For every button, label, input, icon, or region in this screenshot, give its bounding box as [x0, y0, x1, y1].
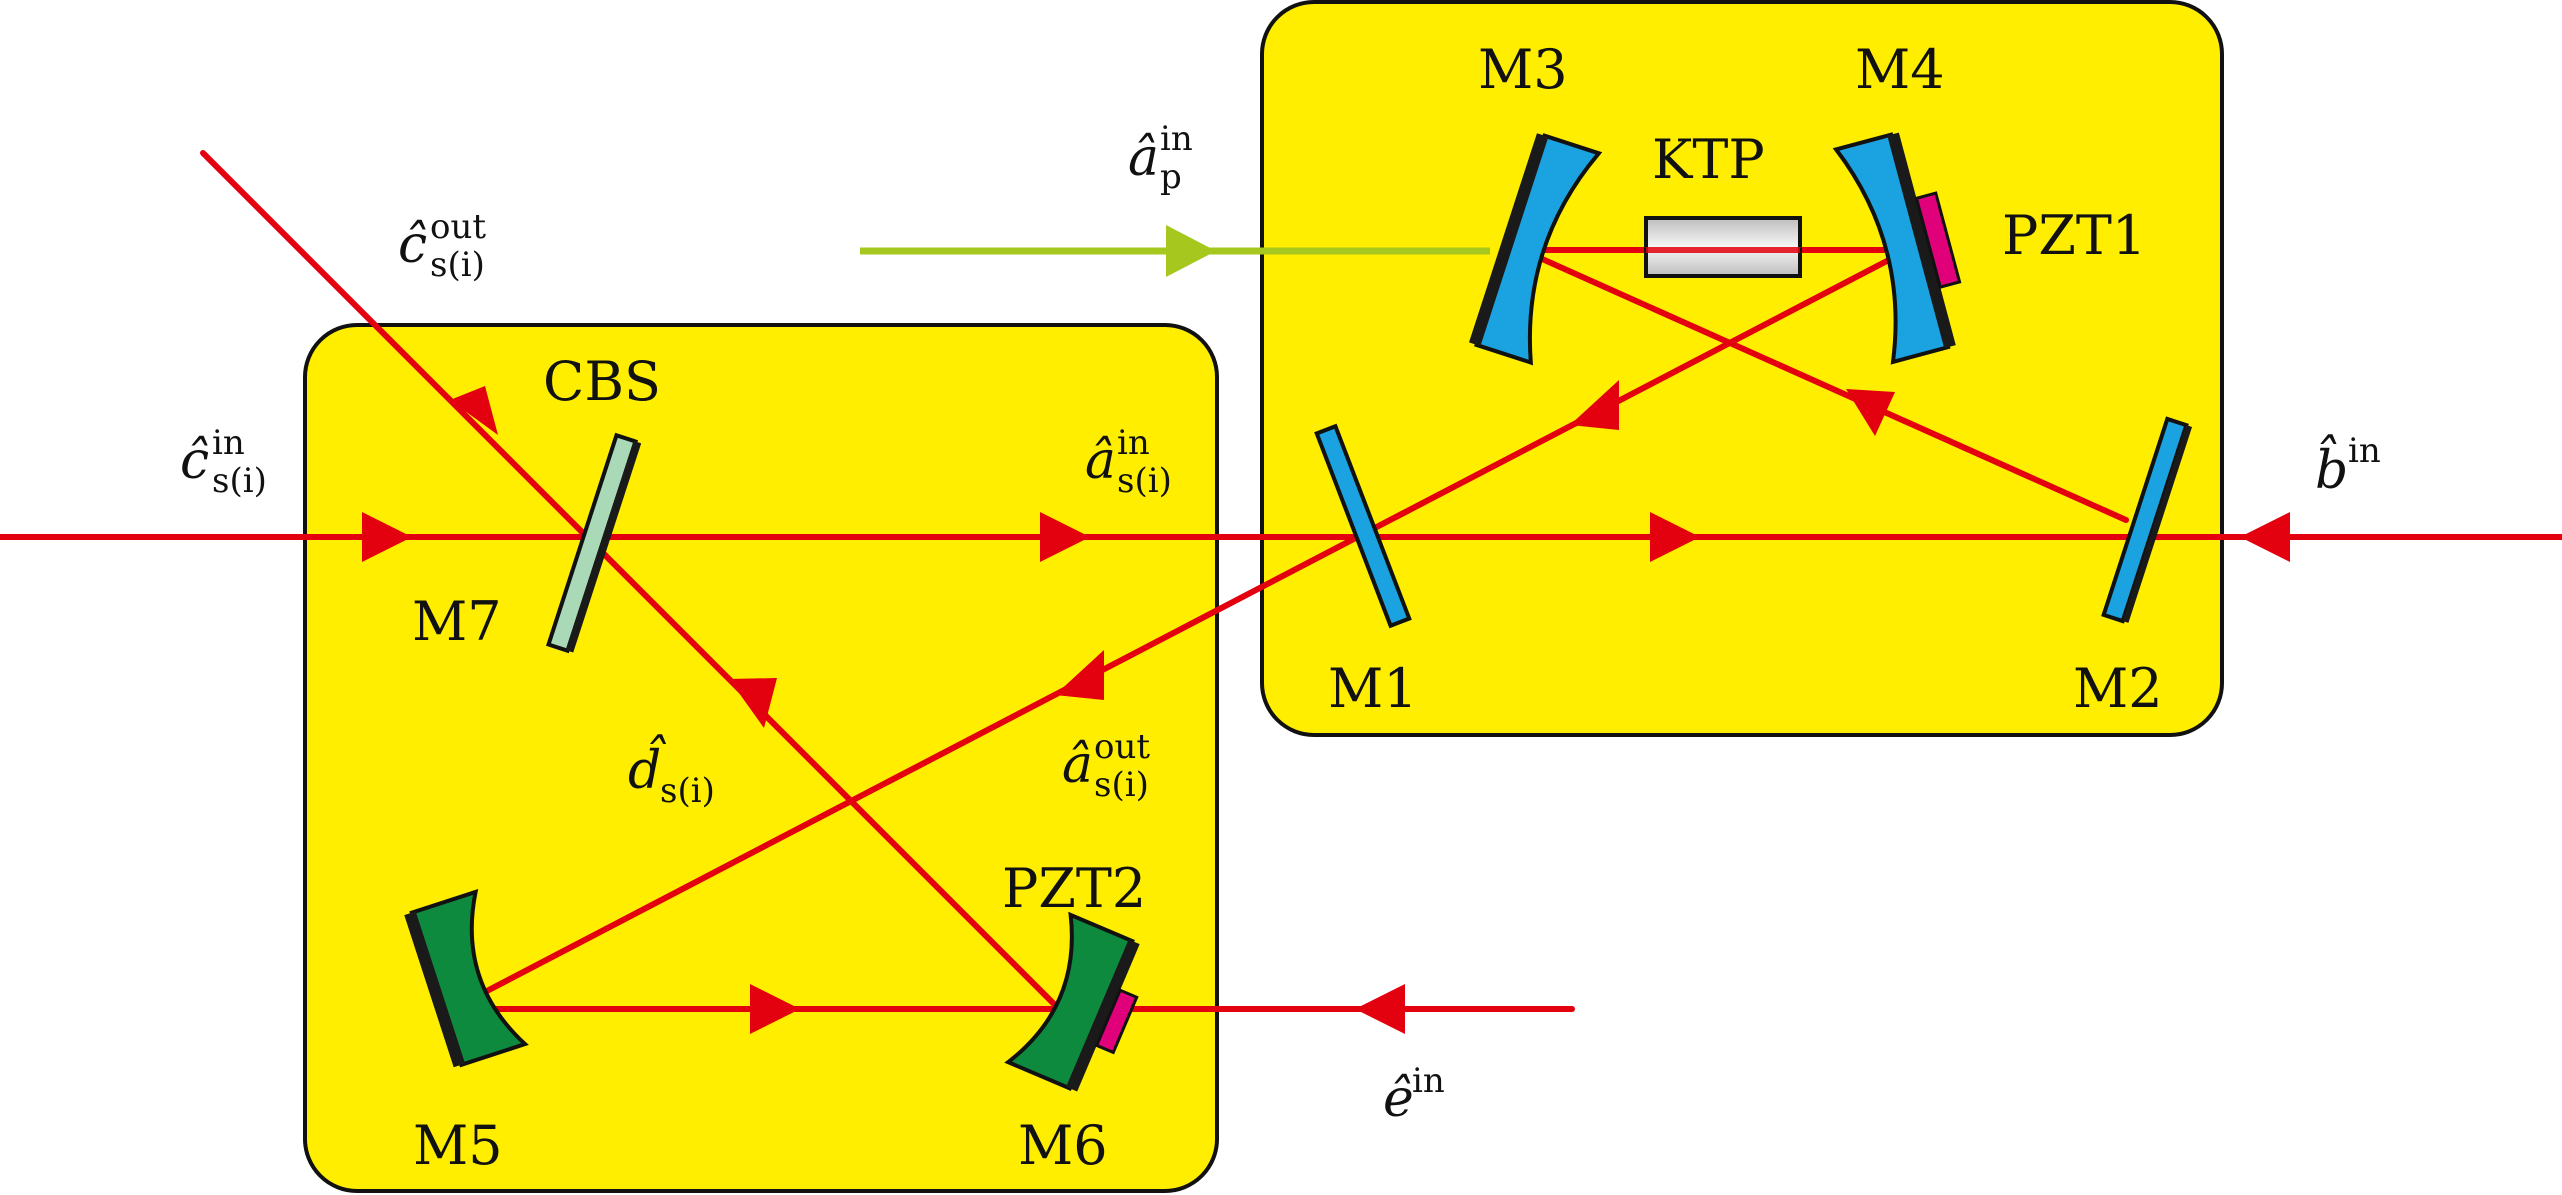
field-c-si-out: ĉ out s(i) [398, 207, 486, 285]
field-a-si-in-base: â [1085, 431, 1116, 491]
label-pzt2: PZT2 [1002, 857, 1146, 920]
arrow-e-in [1355, 984, 1405, 1034]
filter-cavity-panel [303, 323, 1219, 1193]
field-a-si-in: â in s(i) [1085, 423, 1172, 501]
field-d-si-base: d̂ [628, 735, 667, 801]
field-a-p-in-sub: p [1160, 157, 1182, 197]
field-e-in-base: ê [1383, 1069, 1414, 1129]
field-b-in-sup: in [2348, 431, 2381, 471]
label-pzt1: PZT1 [2002, 204, 2146, 267]
label-m3: M3 [1478, 38, 1568, 101]
field-c-si-in: ĉ in s(i) [180, 423, 267, 501]
field-c-si-out-sup: out [430, 207, 486, 247]
label-m2: M2 [2073, 657, 2163, 720]
arrow-m2-m4 [1846, 389, 1895, 436]
field-c-si-in-sub: s(i) [212, 461, 267, 501]
field-d-si-sub: s(i) [660, 771, 715, 811]
mirror-m5 [404, 888, 529, 1068]
arrow-cbs-out [450, 386, 498, 435]
label-m5: M5 [413, 1114, 503, 1177]
beam-m3-m2 [1519, 247, 2129, 523]
field-a-si-in-sub: s(i) [1117, 461, 1172, 501]
beam-arrows [362, 225, 2290, 1034]
field-b-in: b̂ in [2315, 431, 2381, 501]
arrow-main-1 [362, 512, 412, 562]
field-d-si: d̂ s(i) [628, 735, 715, 811]
arrow-pump [1166, 225, 1216, 277]
mirror-m3 [1468, 133, 1603, 366]
field-a-si-in-sup: in [1117, 423, 1150, 463]
field-c-si-in-sup: in [212, 423, 245, 463]
mirror-m4 [1832, 132, 1962, 365]
field-a-si-out-sup: out [1094, 727, 1150, 767]
field-a-p-in-base: â [1128, 128, 1159, 188]
field-c-si-out-sub: s(i) [430, 245, 485, 285]
field-c-si-out-base: ĉ [398, 215, 427, 275]
field-e-in: ê in [1383, 1061, 1445, 1129]
mirror-m6 [1004, 911, 1140, 1092]
arrow-d [729, 678, 777, 728]
arrow-main-2 [1040, 512, 1090, 562]
arrow-m5-m6 [750, 984, 800, 1034]
field-a-p-in: â in p [1128, 119, 1193, 197]
field-e-in-sup: in [1412, 1061, 1445, 1101]
mirror-m2 [2101, 416, 2193, 624]
cross-beam-m6-out [200, 150, 1058, 1008]
field-a-si-out-sub: s(i) [1094, 765, 1149, 805]
arrow-cross-1 [1570, 380, 1619, 430]
arrow-b-in [2240, 512, 2290, 562]
label-m6: M6 [1018, 1114, 1108, 1177]
field-b-in-base: b̂ [2315, 435, 2348, 501]
field-c-si-in-base: ĉ [180, 431, 209, 491]
field-a-si-out: â out s(i) [1062, 727, 1150, 805]
cross-beam-m5-m4 [457, 247, 1911, 1008]
label-m7: M7 [412, 590, 502, 653]
arrow-main-3 [1650, 512, 1700, 562]
field-a-si-out-base: â [1062, 735, 1093, 795]
field-a-p-in-sup: in [1160, 119, 1193, 159]
label-m1: M1 [1328, 657, 1418, 720]
ring-cavity-panel [1260, 0, 2224, 737]
label-cbs: CBS [543, 350, 661, 413]
mirror-m7-cbs [545, 432, 642, 654]
label-ktp: KTP [1652, 128, 1765, 191]
arrow-cross-2 [1055, 650, 1104, 700]
mirror-m1 [1314, 423, 1412, 629]
label-m4: M4 [1855, 38, 1945, 101]
